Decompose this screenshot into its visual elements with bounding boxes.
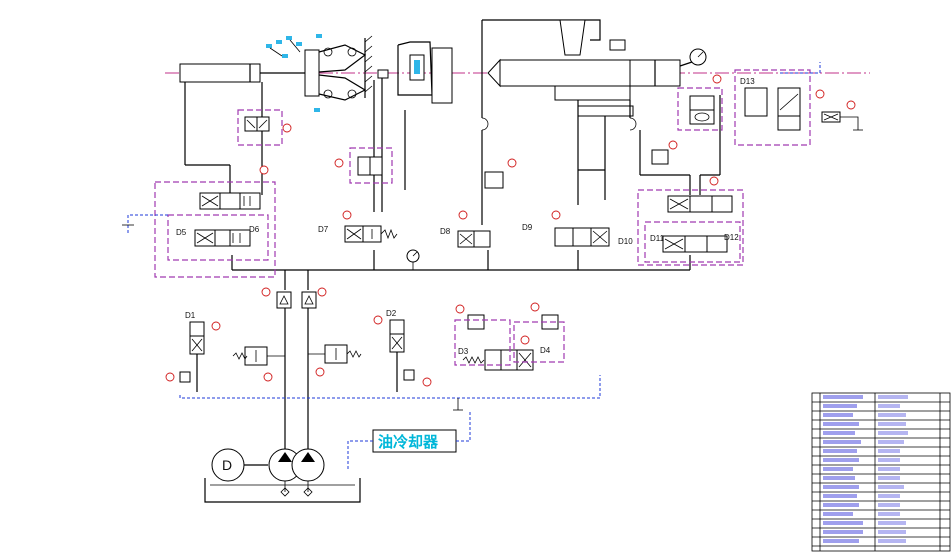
motor-label: D bbox=[222, 457, 232, 473]
injection-unit bbox=[482, 19, 707, 117]
oil-cooler-label: 油冷却器 bbox=[378, 433, 439, 451]
enclosure-d3-left bbox=[454, 319, 511, 366]
label-d8: D8 bbox=[440, 227, 451, 236]
drain-left bbox=[127, 214, 168, 235]
enclosure-clamp bbox=[237, 109, 283, 146]
label-d9: D9 bbox=[522, 223, 533, 232]
valve-d5-d6: D5 D6 bbox=[176, 225, 260, 247]
enclosure-injection-check bbox=[677, 87, 723, 131]
injection-check-valve bbox=[689, 74, 722, 125]
label-d10: D10 bbox=[618, 237, 633, 246]
injection-relief-valve bbox=[651, 140, 678, 165]
toggle-mechanism bbox=[318, 35, 389, 101]
enclosure-d13 bbox=[734, 69, 811, 146]
parts-list-table bbox=[811, 392, 951, 552]
relief-valve-center bbox=[484, 158, 517, 189]
drain-lower bbox=[179, 375, 601, 399]
label-d13: D13 bbox=[740, 77, 755, 86]
valve-d13: D13 bbox=[740, 77, 825, 131]
label-d12: D12 bbox=[724, 233, 739, 242]
valve-d2: D2 bbox=[315, 309, 432, 392]
mold bbox=[397, 41, 453, 104]
enclosure-main-manifold bbox=[154, 181, 276, 278]
valve-d1: D1 bbox=[165, 311, 273, 392]
valve-d9: D9 D10 bbox=[522, 210, 633, 247]
drain-right-top bbox=[780, 62, 821, 74]
valve-d11-d12: D11 D12 bbox=[650, 176, 739, 253]
throttle-right bbox=[821, 100, 863, 131]
relief-valve-left bbox=[232, 346, 285, 366]
label-d11: D11 bbox=[650, 234, 665, 243]
enclosure-d5-d6 bbox=[167, 214, 269, 261]
valve-main-upper bbox=[199, 165, 269, 210]
limit-switches bbox=[266, 34, 322, 112]
enclosure-d7-check bbox=[349, 147, 393, 184]
valve-d3-d4: D3 D4 bbox=[455, 302, 559, 371]
clamp-cylinder bbox=[179, 49, 320, 97]
valve-clamp-check bbox=[244, 116, 292, 133]
label-d7: D7 bbox=[318, 225, 329, 234]
enclosure-d11-inner bbox=[644, 221, 741, 263]
relief-valve-right bbox=[308, 344, 362, 364]
main-pressure-lines bbox=[184, 20, 721, 290]
label-d2: D2 bbox=[386, 309, 397, 318]
label-d3: D3 bbox=[458, 347, 469, 356]
valve-d7-check bbox=[334, 156, 383, 176]
label-d1: D1 bbox=[185, 311, 196, 320]
check-valves-pump bbox=[261, 287, 327, 455]
pressure-gauge-left bbox=[406, 249, 420, 270]
label-d5: D5 bbox=[176, 228, 187, 237]
label-d6: D6 bbox=[249, 225, 260, 234]
valve-d8: D8 bbox=[440, 210, 491, 248]
label-d4: D4 bbox=[540, 346, 551, 355]
pump-motor-group: D bbox=[204, 448, 361, 503]
oil-cooler: 油冷却器 bbox=[347, 410, 471, 470]
valve-d7: D7 bbox=[318, 210, 398, 243]
